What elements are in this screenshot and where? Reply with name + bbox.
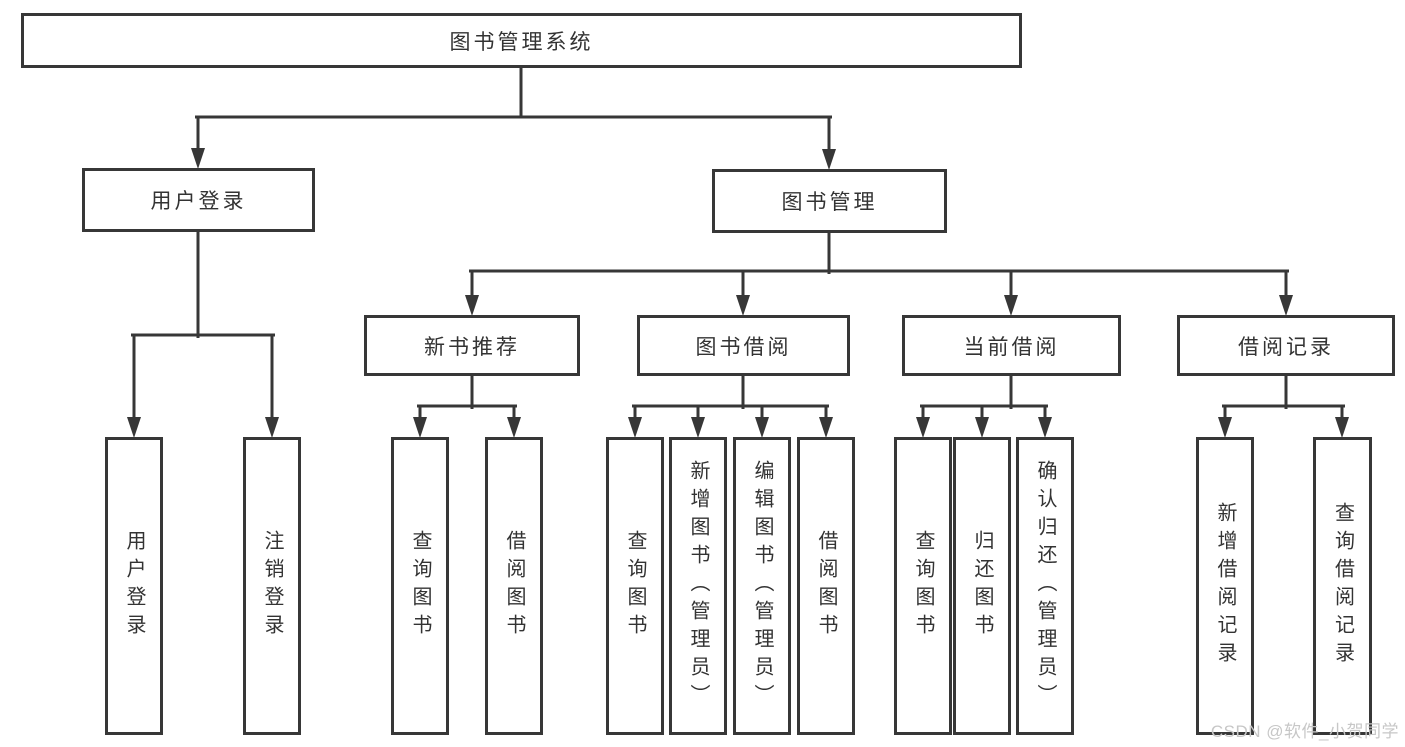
leaf-logout: 注销登录 bbox=[243, 437, 301, 735]
leaf-borrow-books-2: 借阅图书 bbox=[797, 437, 855, 735]
leaf-borrow-books: 借阅图书 bbox=[485, 437, 543, 735]
leaf-confirm-return-admin: 确认归还（管理员） bbox=[1016, 437, 1074, 735]
node-label: 图书借阅 bbox=[695, 335, 792, 359]
node-label: 查询图书 bbox=[912, 530, 934, 642]
node-label: 编辑图书（管理员） bbox=[751, 460, 773, 712]
node-label: 查询图书 bbox=[409, 530, 431, 642]
node-label: 新增借阅记录 bbox=[1214, 502, 1236, 670]
node-borrowing-records: 借阅记录 bbox=[1177, 315, 1395, 376]
leaf-query-borrow-record: 查询借阅记录 bbox=[1313, 437, 1372, 735]
leaf-add-books-admin: 新增图书（管理员） bbox=[669, 437, 727, 735]
node-label: 借阅图书 bbox=[815, 530, 837, 642]
leaf-return-books: 归还图书 bbox=[953, 437, 1011, 735]
node-book-management: 图书管理 bbox=[712, 169, 947, 233]
node-label: 借阅记录 bbox=[1238, 335, 1334, 359]
node-label: 用户登录 bbox=[123, 530, 145, 642]
node-label: 新书推荐 bbox=[424, 335, 520, 359]
node-label: 借阅图书 bbox=[503, 530, 525, 642]
node-new-book-recommend: 新书推荐 bbox=[364, 315, 580, 376]
leaf-query-books-3: 查询图书 bbox=[894, 437, 952, 735]
leaf-user-login: 用户登录 bbox=[105, 437, 163, 735]
node-label: 图书管理系统 bbox=[449, 30, 594, 54]
node-label: 当前借阅 bbox=[963, 335, 1060, 359]
leaf-query-books-2: 查询图书 bbox=[606, 437, 664, 735]
node-current-borrowing: 当前借阅 bbox=[902, 315, 1121, 376]
node-label: 查询图书 bbox=[624, 530, 646, 642]
node-label: 查询借阅记录 bbox=[1331, 502, 1354, 670]
node-label: 确认归还（管理员） bbox=[1034, 460, 1056, 712]
watermark: CSDN @软件_小贺同学 bbox=[1210, 722, 1399, 741]
leaf-edit-books-admin: 编辑图书（管理员） bbox=[733, 437, 791, 735]
leaf-query-books: 查询图书 bbox=[391, 437, 449, 735]
node-label: 注销登录 bbox=[261, 530, 283, 642]
node-label: 图书管理 bbox=[781, 191, 878, 214]
node-user-login: 用户登录 bbox=[82, 168, 315, 232]
node-label: 新增图书（管理员） bbox=[687, 460, 709, 712]
node-book-borrowing: 图书借阅 bbox=[637, 315, 850, 376]
node-label: 归还图书 bbox=[971, 530, 993, 642]
node-label: 用户登录 bbox=[150, 190, 247, 213]
leaf-add-borrow-record: 新增借阅记录 bbox=[1196, 437, 1254, 735]
node-library-management-system: 图书管理系统 bbox=[21, 13, 1022, 68]
